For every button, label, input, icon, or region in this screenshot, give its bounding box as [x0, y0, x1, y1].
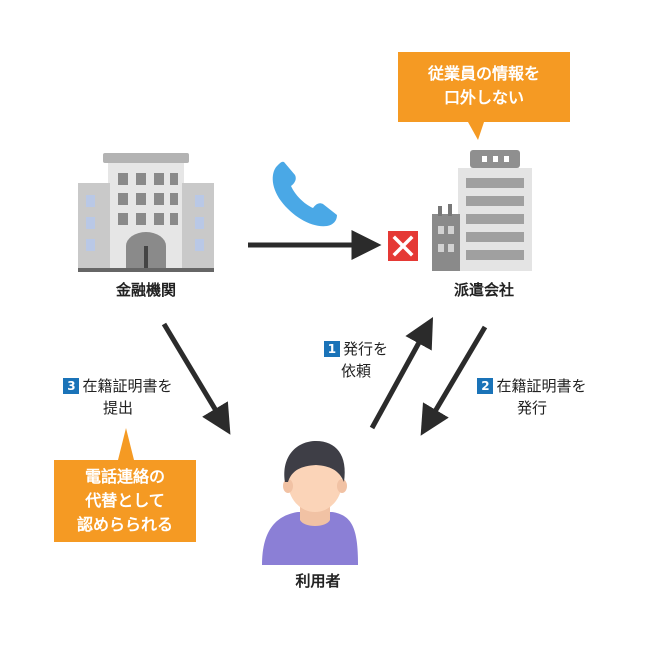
- user-callout-line-2: 代替として: [85, 491, 165, 510]
- user-callout: 電話連絡の 代替として 認めらられる: [54, 460, 196, 542]
- user-callout-line-1: 電話連絡の: [84, 467, 165, 486]
- step-2-text-2: 発行: [516, 399, 547, 417]
- agency-label: 派遣会社: [453, 281, 514, 299]
- bank-building-icon: [78, 153, 214, 272]
- user-callout-line-3: 認めらられる: [76, 515, 173, 534]
- agency-callout-line-1: 従業員の情報を: [427, 64, 540, 83]
- arrow-user-to-agency: [369, 317, 434, 430]
- step-3-badge: 3: [63, 378, 80, 394]
- step-1-badge: 1: [323, 341, 340, 357]
- step-1-text-2: 依頼: [340, 362, 371, 380]
- agency-callout: 従業員の情報を 口外しない: [398, 52, 570, 122]
- step-2-text-1: 在籍証明書を: [496, 377, 587, 395]
- agency-callout-tail: [468, 122, 484, 140]
- cross-icon: [388, 231, 418, 261]
- person-icon: [262, 441, 358, 565]
- user-label: 利用者: [295, 572, 341, 590]
- user-callout-tail: [118, 428, 134, 460]
- arrow-bank-to-user: [161, 322, 231, 435]
- office-building-icon: [432, 150, 532, 271]
- phone-icon: [272, 161, 337, 227]
- bank-label: 金融機関: [115, 281, 176, 299]
- step-3-text-1: 在籍証明書を: [82, 377, 173, 395]
- step-1-text-1: 発行を: [342, 340, 388, 358]
- step-2-badge: 2: [477, 378, 494, 394]
- agency-callout-line-2: 口外しない: [443, 88, 524, 107]
- arrow-agency-to-user: [420, 325, 488, 436]
- step-3-text-2: 提出: [102, 399, 133, 417]
